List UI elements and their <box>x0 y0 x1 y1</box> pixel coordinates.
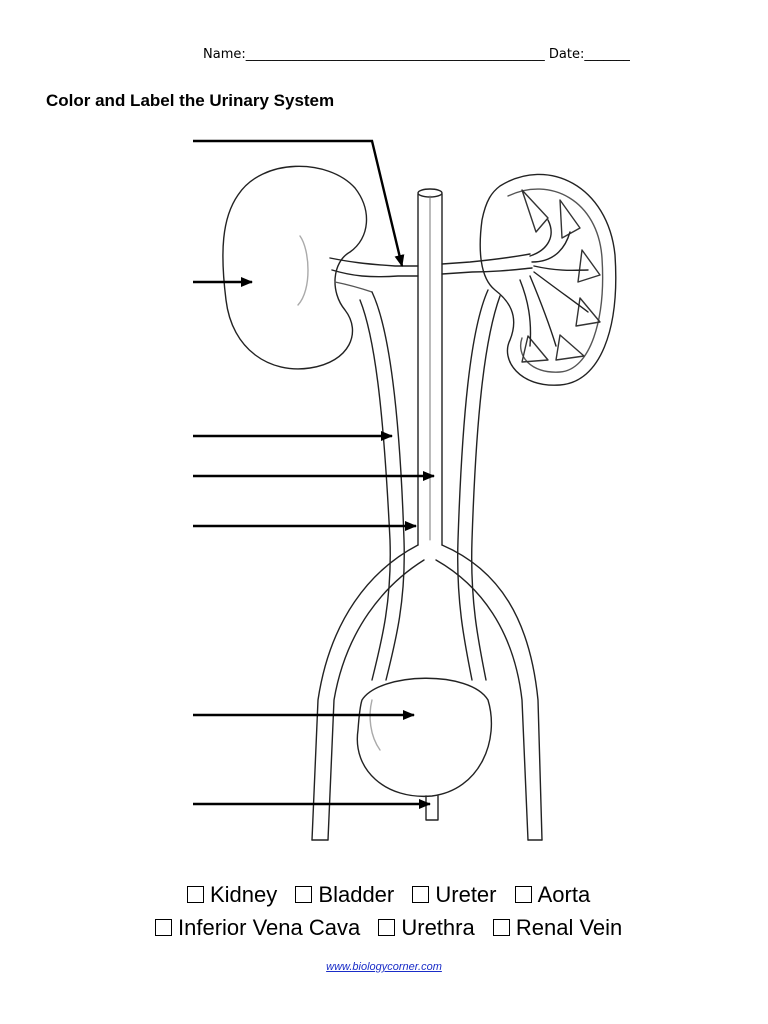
word-bank-row-2: Inferior Vena Cava Urethra Renal Vein <box>155 915 634 941</box>
label-pointers <box>193 139 435 809</box>
renal-pelvis <box>519 219 589 347</box>
aorta-vessel <box>417 193 443 546</box>
word-bank-row-1: Kidney Bladder Ureter Aorta <box>187 882 602 908</box>
left-kidney-hilum-shading <box>297 235 309 306</box>
word-option[interactable]: Aorta <box>514 882 590 907</box>
footer-link[interactable]: www.biologycorner.com <box>326 961 442 973</box>
word-option[interactable]: Renal Vein <box>492 915 622 940</box>
right-ureter <box>457 289 501 681</box>
checkbox-icon[interactable] <box>295 886 313 903</box>
renal-pyramids <box>521 189 601 363</box>
checkbox-icon[interactable] <box>187 886 204 903</box>
left-kidney-shape <box>222 165 368 370</box>
word-option[interactable]: Urethra <box>378 915 475 940</box>
right-kidney-shape <box>479 173 617 386</box>
page-title: Color and Label the Urinary System <box>46 91 335 110</box>
left-renal-vessels <box>329 257 419 278</box>
word-option[interactable]: Kidney <box>187 882 277 907</box>
name-label: Name: <box>203 47 246 62</box>
name-blank[interactable]: ________________________________________… <box>245 47 545 62</box>
checkbox-icon[interactable] <box>514 886 532 903</box>
urinary-system-diagram <box>193 139 617 841</box>
iliac-vessels <box>311 544 543 841</box>
word-option[interactable]: Inferior Vena Cava <box>155 915 360 940</box>
urethra <box>425 795 439 821</box>
header-line: Name:___________________________________… <box>203 47 630 62</box>
date-label: Date: <box>548 47 585 62</box>
bladder-shape <box>356 677 493 798</box>
word-option[interactable]: Ureter <box>412 882 497 907</box>
checkbox-icon[interactable] <box>412 886 430 903</box>
checkbox-icon[interactable] <box>492 919 510 936</box>
checkbox-icon[interactable] <box>155 919 172 936</box>
right-renal-vessels <box>441 253 533 275</box>
word-option[interactable]: Bladder <box>295 882 394 907</box>
left-ureter <box>359 291 405 681</box>
date-blank[interactable]: _______ <box>584 47 630 62</box>
checkbox-icon[interactable] <box>378 919 396 936</box>
pointer-line-1 <box>193 139 405 267</box>
